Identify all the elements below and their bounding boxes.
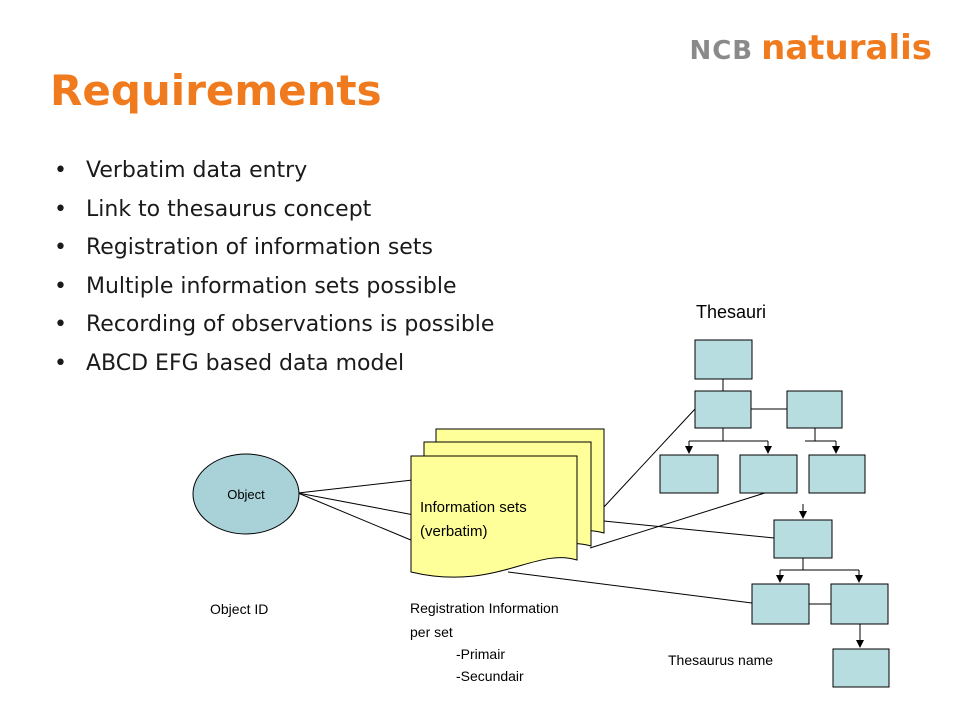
thesaurus-box bbox=[751, 583, 810, 625]
bullet-item: Registration of information sets bbox=[50, 229, 494, 268]
object-id-label: Object ID bbox=[210, 601, 268, 617]
slide-title: Requirements bbox=[50, 66, 382, 115]
thesaurus-box bbox=[694, 339, 753, 380]
bullet-item: Recording of observations is possible bbox=[50, 306, 494, 345]
verbatim-label: (verbatim) bbox=[420, 523, 488, 540]
registration-line: -Primair bbox=[456, 646, 505, 662]
thesauri-label: Thesauri bbox=[696, 302, 766, 322]
information-set-doc-front bbox=[410, 455, 578, 578]
registration-line: Registration Information bbox=[410, 600, 559, 616]
registration-line: -Secundair bbox=[456, 668, 524, 684]
information-sets-stack bbox=[410, 428, 605, 578]
thesaurus-box bbox=[786, 390, 843, 429]
thesaurus-box bbox=[694, 390, 752, 429]
bullet-item: Verbatim data entry bbox=[50, 152, 494, 191]
thesaurus-box bbox=[808, 454, 866, 494]
thesaurus-name-label: Thesaurus name bbox=[668, 652, 773, 668]
bullet-item: ABCD EFG based data model bbox=[50, 345, 494, 384]
thesaurus-box bbox=[659, 454, 719, 494]
thesaurus-box bbox=[773, 519, 833, 559]
registration-info-label: Registration Information per set -Primai… bbox=[410, 600, 559, 684]
logo-ncb-text: NCB bbox=[689, 36, 754, 66]
thesauri-boxes bbox=[659, 339, 890, 688]
thesaurus-box bbox=[830, 583, 889, 625]
requirements-list: Verbatim data entry Link to thesaurus co… bbox=[50, 152, 494, 384]
information-sets-label: Information sets bbox=[420, 499, 527, 516]
connector-lines bbox=[297, 379, 864, 648]
thesaurus-box bbox=[832, 648, 890, 688]
registration-line: per set bbox=[410, 624, 453, 640]
logo-naturalis-text: naturalis bbox=[761, 28, 932, 68]
object-ellipse bbox=[192, 453, 300, 535]
thesaurus-box bbox=[739, 454, 798, 494]
bullet-item: Multiple information sets possible bbox=[50, 268, 494, 307]
bullet-item: Link to thesaurus concept bbox=[50, 191, 494, 230]
object-label: Object bbox=[227, 487, 265, 502]
